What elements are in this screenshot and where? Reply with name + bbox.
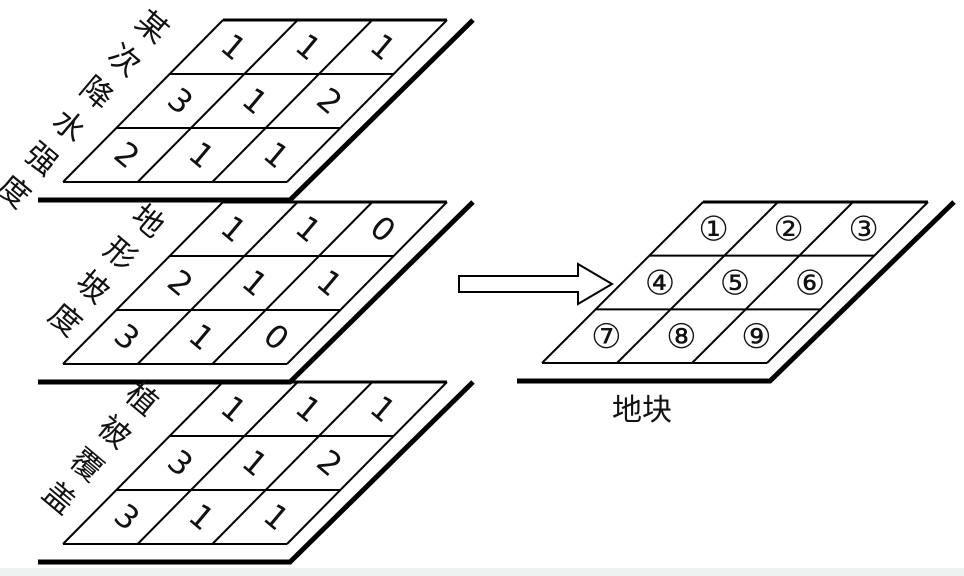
layer-label: 某次降水强度 <box>0 0 174 221</box>
grid-cell-value: 3 <box>107 496 147 538</box>
grid-cell-value: 1 <box>235 262 275 304</box>
grid-cell-value: ① <box>698 210 728 250</box>
grid-line-col <box>211 19 374 183</box>
grid-cell-value: 1 <box>288 388 328 430</box>
grid-line-col <box>616 201 779 364</box>
grid-cell-value: ⑥ <box>795 263 825 303</box>
grid-cell-value: 1 <box>256 496 296 538</box>
grid-line-col <box>541 201 704 364</box>
grid-line-col <box>62 201 224 365</box>
grid-line-col <box>286 201 448 365</box>
grid-line-col <box>136 201 299 365</box>
grid-line-col <box>211 381 374 545</box>
bottom-band <box>0 568 964 576</box>
grid-cell-value: 1 <box>363 26 403 68</box>
grid-cell-value: 1 <box>214 388 254 430</box>
grid-cell-value: 1 <box>235 442 275 484</box>
base-edge <box>38 18 475 203</box>
grid-cell-value: 3 <box>107 316 147 358</box>
grid-cell-value: ⑦ <box>591 317 621 357</box>
grid-line-col <box>136 19 299 183</box>
grid-cell-value: 0 <box>256 316 296 358</box>
layer-label: 植被覆盖 <box>26 372 165 527</box>
grid-cell-value: 1 <box>288 26 328 68</box>
grid-cell-value: 1 <box>214 208 254 250</box>
grid-line-col <box>691 201 854 364</box>
grid-cell-value: ⑤ <box>720 263 750 303</box>
base-edge <box>517 200 956 384</box>
grid-cell-value: 1 <box>182 134 222 176</box>
grid-cell-value: 1 <box>182 316 222 358</box>
grid-cell-value: 1 <box>363 388 403 430</box>
grid-line-col <box>766 201 929 364</box>
result-grid: ① ② ③ ④ ⑤ ⑥ ⑦ ⑧ ⑨ 地块 <box>517 200 956 428</box>
grid-cell-value: ⑧ <box>666 317 696 357</box>
grid-cell-value: ② <box>773 210 803 250</box>
grid-line-col <box>286 19 448 183</box>
grid-cell-value: 0 <box>363 208 403 250</box>
grid-cell-value: 1 <box>310 262 350 304</box>
grid-cell-value: 1 <box>256 134 296 176</box>
grid-cell-value: 1 <box>288 208 328 250</box>
grid-cell-value: 2 <box>160 262 200 304</box>
grid-cell-value: ③ <box>848 210 878 250</box>
grid-cell-value: ⑨ <box>741 317 771 357</box>
grid-line-col <box>62 19 224 183</box>
grid-cell-value: 1 <box>182 496 222 538</box>
grid-cell-value: 1 <box>214 26 254 68</box>
grid-cell-value: 2 <box>310 442 350 484</box>
result-label: 地块 <box>612 393 672 428</box>
base-edge <box>38 380 475 565</box>
grid-cell-value: ④ <box>645 263 675 303</box>
grid-line-col <box>62 381 224 545</box>
grid-line-col <box>136 381 299 545</box>
grid-cell-value: 2 <box>310 80 350 122</box>
grid-cell-value: 3 <box>160 442 200 484</box>
right-arrow-icon <box>458 262 614 306</box>
grid-line-col <box>211 201 374 365</box>
grid-cell-value: 2 <box>107 134 147 176</box>
grid-cell-value: 1 <box>235 80 275 122</box>
grid-cell-value: 3 <box>160 80 200 122</box>
grid-line-col <box>286 381 448 545</box>
